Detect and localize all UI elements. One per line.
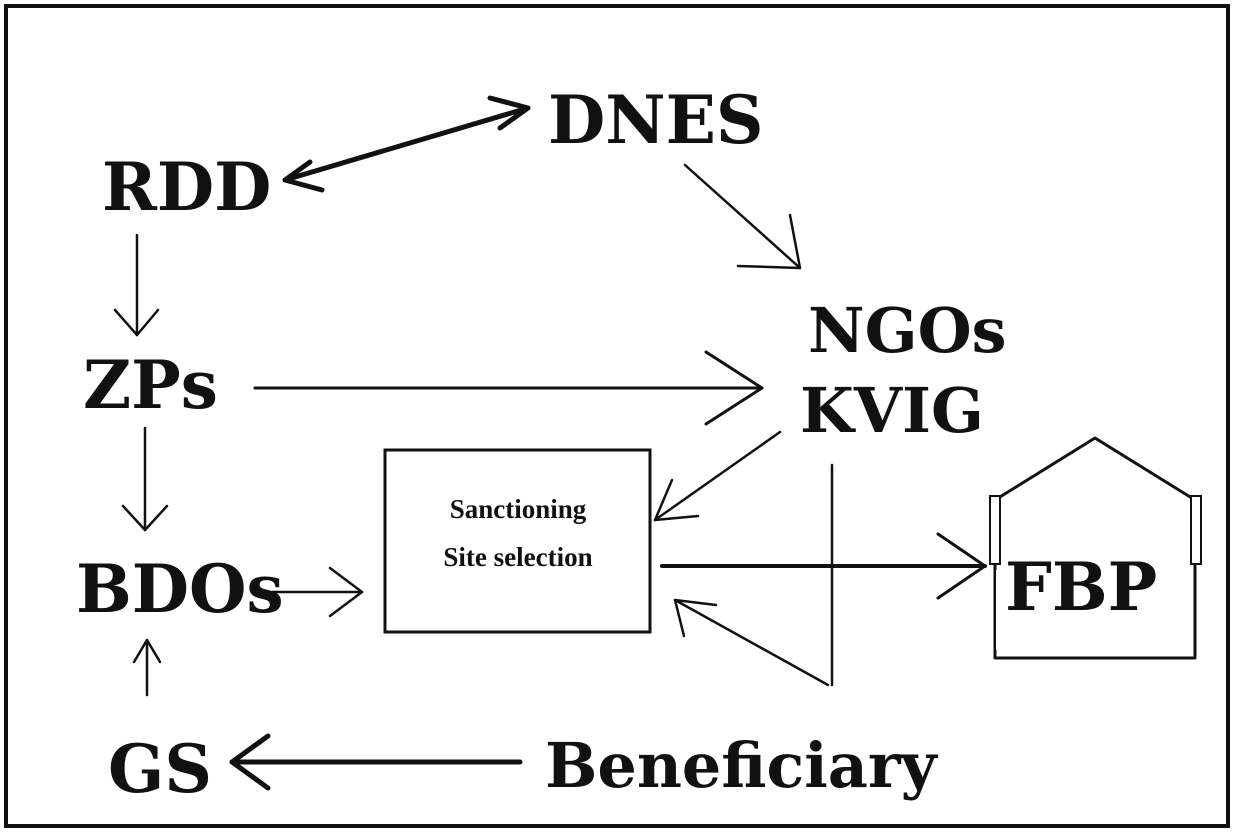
- arrowhead-to-fbp: [936, 532, 987, 600]
- arrowhead-to-dnes: [487, 95, 531, 131]
- node-kvig: KVIG: [800, 374, 984, 447]
- edge-dnes-ngos: [683, 163, 802, 270]
- edge-beneficiary-box: [673, 598, 830, 687]
- arrowhead-to-zps: [113, 308, 160, 337]
- arrowhead-to-box-from-beneficiary: [673, 598, 718, 638]
- arrowhead-to-bdos-top: [121, 504, 169, 532]
- arrowhead-to-ngos: [736, 213, 802, 270]
- fbp-house-post-left: [989, 495, 1001, 565]
- node-fbp: FBP: [1005, 548, 1157, 626]
- node-rdd: RDD: [102, 148, 271, 226]
- arrowhead-to-rdd: [282, 159, 325, 193]
- arrowhead-to-box-from-bdos: [328, 566, 364, 618]
- diagram-border: [4, 4, 1230, 828]
- node-ngos: NGOs: [808, 294, 1007, 367]
- sanction-box-line1: Sanctioning: [450, 494, 587, 524]
- node-zps: ZPs: [83, 346, 218, 424]
- fbp-house-post-right: [1190, 495, 1202, 565]
- node-gs: GS: [108, 730, 212, 808]
- sanction-box: [383, 448, 652, 634]
- arrowhead-to-gs: [229, 733, 271, 791]
- fbp-house-door-gap: [996, 570, 1004, 650]
- edge-kvig-box: [653, 430, 782, 522]
- arrowhead-to-kvig: [704, 350, 764, 426]
- node-bdos: BDOs: [76, 550, 284, 628]
- arrowhead-to-bdos-bottom: [132, 638, 162, 664]
- edge-rdd-dnes: [282, 105, 531, 183]
- node-beneficiary: Beneficiary: [545, 729, 939, 802]
- sanction-box-line2: Site selection: [443, 542, 592, 572]
- node-dnes: DNES: [548, 81, 764, 159]
- arrowhead-to-box-from-kvig: [653, 478, 700, 522]
